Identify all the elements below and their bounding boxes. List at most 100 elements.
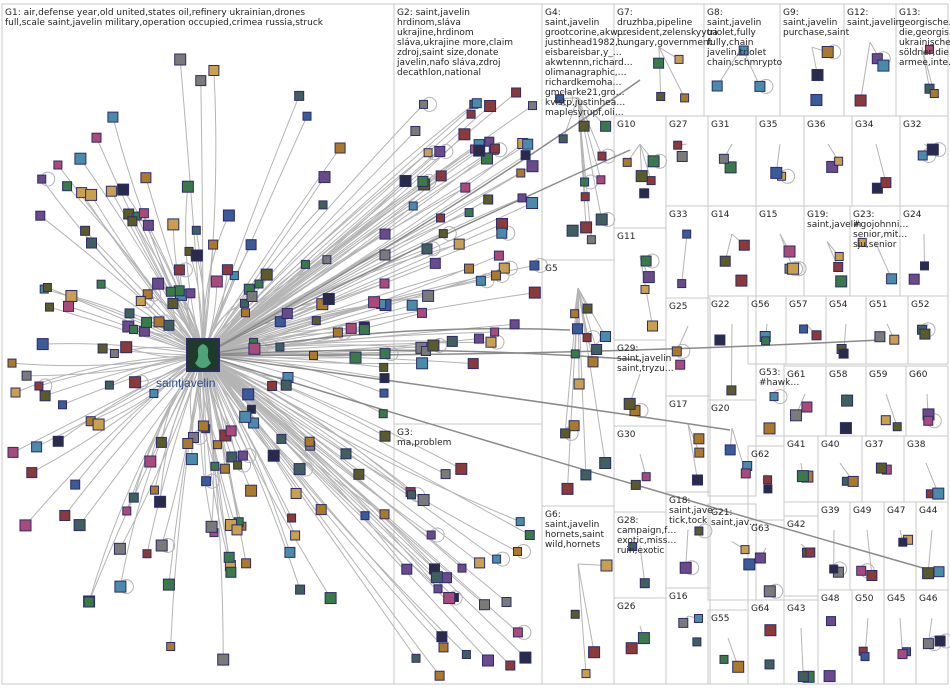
node-g9-2[interactable]: [821, 46, 834, 58]
node-g33-1[interactable]: [677, 279, 687, 289]
node-g2-3[interactable]: [458, 128, 471, 141]
node-g1-98[interactable]: [358, 324, 370, 336]
node-g56-1[interactable]: [761, 336, 771, 346]
node-g17-2[interactable]: [694, 447, 705, 458]
node-g2-33[interactable]: [493, 250, 504, 261]
node-g2-55[interactable]: [408, 201, 418, 211]
node-g1-148[interactable]: [173, 264, 185, 276]
node-g1-123[interactable]: [63, 300, 74, 312]
node-g1-63[interactable]: [274, 316, 286, 328]
node-g1-140[interactable]: [197, 420, 209, 432]
node-g40-1[interactable]: [847, 475, 859, 487]
node-g1-125[interactable]: [294, 90, 305, 101]
node-g1-71[interactable]: [260, 268, 273, 281]
node-g60-1[interactable]: [923, 415, 934, 426]
node-g1-109[interactable]: [322, 293, 335, 305]
node-g1-61[interactable]: [212, 440, 222, 450]
node-g2-48[interactable]: [434, 146, 446, 157]
node-g3-9[interactable]: [479, 599, 490, 611]
node-g1-52[interactable]: [290, 488, 302, 499]
node-g44-0[interactable]: [933, 566, 945, 578]
node-g2-47[interactable]: [406, 299, 418, 311]
node-g1-131[interactable]: [107, 111, 119, 123]
node-g39-1[interactable]: [829, 564, 839, 574]
node-g2-14[interactable]: [498, 262, 510, 274]
node-g59-0[interactable]: [880, 415, 891, 426]
node-g1-163[interactable]: [120, 341, 133, 354]
node-g2-37[interactable]: [484, 136, 495, 147]
node-g1-29[interactable]: [208, 239, 219, 250]
node-g2-11[interactable]: [446, 335, 458, 347]
node-g5-5[interactable]: [570, 349, 580, 359]
node-g2-41[interactable]: [526, 197, 539, 209]
node-g25-0[interactable]: [675, 359, 686, 370]
node-g1-74[interactable]: [73, 519, 86, 532]
node-g1-120[interactable]: [124, 308, 135, 319]
node-g64-1[interactable]: [764, 624, 777, 637]
node-g3-1[interactable]: [436, 631, 448, 643]
node-g1-84[interactable]: [153, 316, 165, 328]
node-g62-0[interactable]: [763, 475, 773, 485]
node-g4-2[interactable]: [586, 235, 596, 245]
node-g1-159[interactable]: [281, 308, 293, 319]
node-g17-1[interactable]: [692, 474, 703, 486]
node-g3-24[interactable]: [513, 547, 522, 556]
node-g58-1[interactable]: [841, 394, 854, 407]
node-g1-138[interactable]: [223, 551, 235, 563]
node-g1-42[interactable]: [45, 302, 54, 312]
node-g10-0[interactable]: [639, 188, 650, 199]
node-g27-1[interactable]: [673, 140, 683, 150]
node-g3-8[interactable]: [426, 530, 436, 540]
node-g1-12[interactable]: [360, 511, 370, 521]
node-g1-69[interactable]: [293, 463, 306, 476]
node-g1-130[interactable]: [174, 53, 187, 66]
node-g53-0[interactable]: [763, 422, 776, 435]
node-g2-24[interactable]: [423, 148, 433, 158]
node-g1-154[interactable]: [190, 249, 203, 262]
node-g5-11[interactable]: [573, 378, 585, 390]
node-g48-1[interactable]: [826, 616, 836, 627]
node-g4-7[interactable]: [555, 94, 565, 104]
node-g1-127[interactable]: [59, 510, 71, 521]
node-g4-8[interactable]: [596, 175, 606, 185]
node-g1-14[interactable]: [142, 289, 153, 300]
node-g4-1[interactable]: [597, 151, 607, 161]
node-g2-34[interactable]: [520, 150, 531, 161]
node-g1-47[interactable]: [144, 455, 157, 468]
node-g1-51[interactable]: [166, 642, 176, 651]
node-g1-78[interactable]: [83, 596, 95, 608]
node-g1-132[interactable]: [205, 520, 218, 533]
node-g2-7[interactable]: [460, 182, 471, 193]
node-g1-6[interactable]: [240, 298, 249, 308]
node-g1-146[interactable]: [295, 584, 306, 595]
node-g4-10[interactable]: [580, 177, 590, 187]
node-g15-2[interactable]: [787, 262, 800, 275]
node-g51-1[interactable]: [889, 334, 900, 345]
node-g5-1[interactable]: [572, 323, 583, 335]
node-g1-136[interactable]: [379, 430, 391, 442]
node-g11-1[interactable]: [640, 255, 652, 267]
node-g1-17[interactable]: [379, 249, 391, 261]
node-g1-67[interactable]: [109, 349, 119, 358]
node-g1-113[interactable]: [231, 524, 243, 536]
node-g46-0[interactable]: [934, 635, 946, 647]
node-g7-2[interactable]: [674, 54, 684, 64]
node-g14-1[interactable]: [719, 255, 731, 267]
node-g1-117[interactable]: [222, 209, 235, 222]
node-g1-76[interactable]: [242, 388, 255, 401]
node-g2-15[interactable]: [421, 243, 433, 255]
node-g38-1[interactable]: [932, 487, 945, 500]
node-g2-32[interactable]: [516, 168, 526, 178]
node-g2-0[interactable]: [435, 170, 447, 182]
node-g1-114[interactable]: [379, 348, 391, 360]
node-g18-1[interactable]: [679, 561, 692, 574]
node-g3-19[interactable]: [524, 530, 535, 540]
node-g9-0[interactable]: [810, 94, 823, 106]
node-g2-42[interactable]: [485, 336, 497, 348]
node-g2-23[interactable]: [471, 98, 482, 109]
node-g1-101[interactable]: [86, 237, 97, 249]
node-g2-16[interactable]: [438, 229, 448, 239]
node-g19-1[interactable]: [833, 262, 844, 272]
node-g10-4[interactable]: [647, 155, 660, 168]
node-g1-126[interactable]: [150, 485, 159, 495]
